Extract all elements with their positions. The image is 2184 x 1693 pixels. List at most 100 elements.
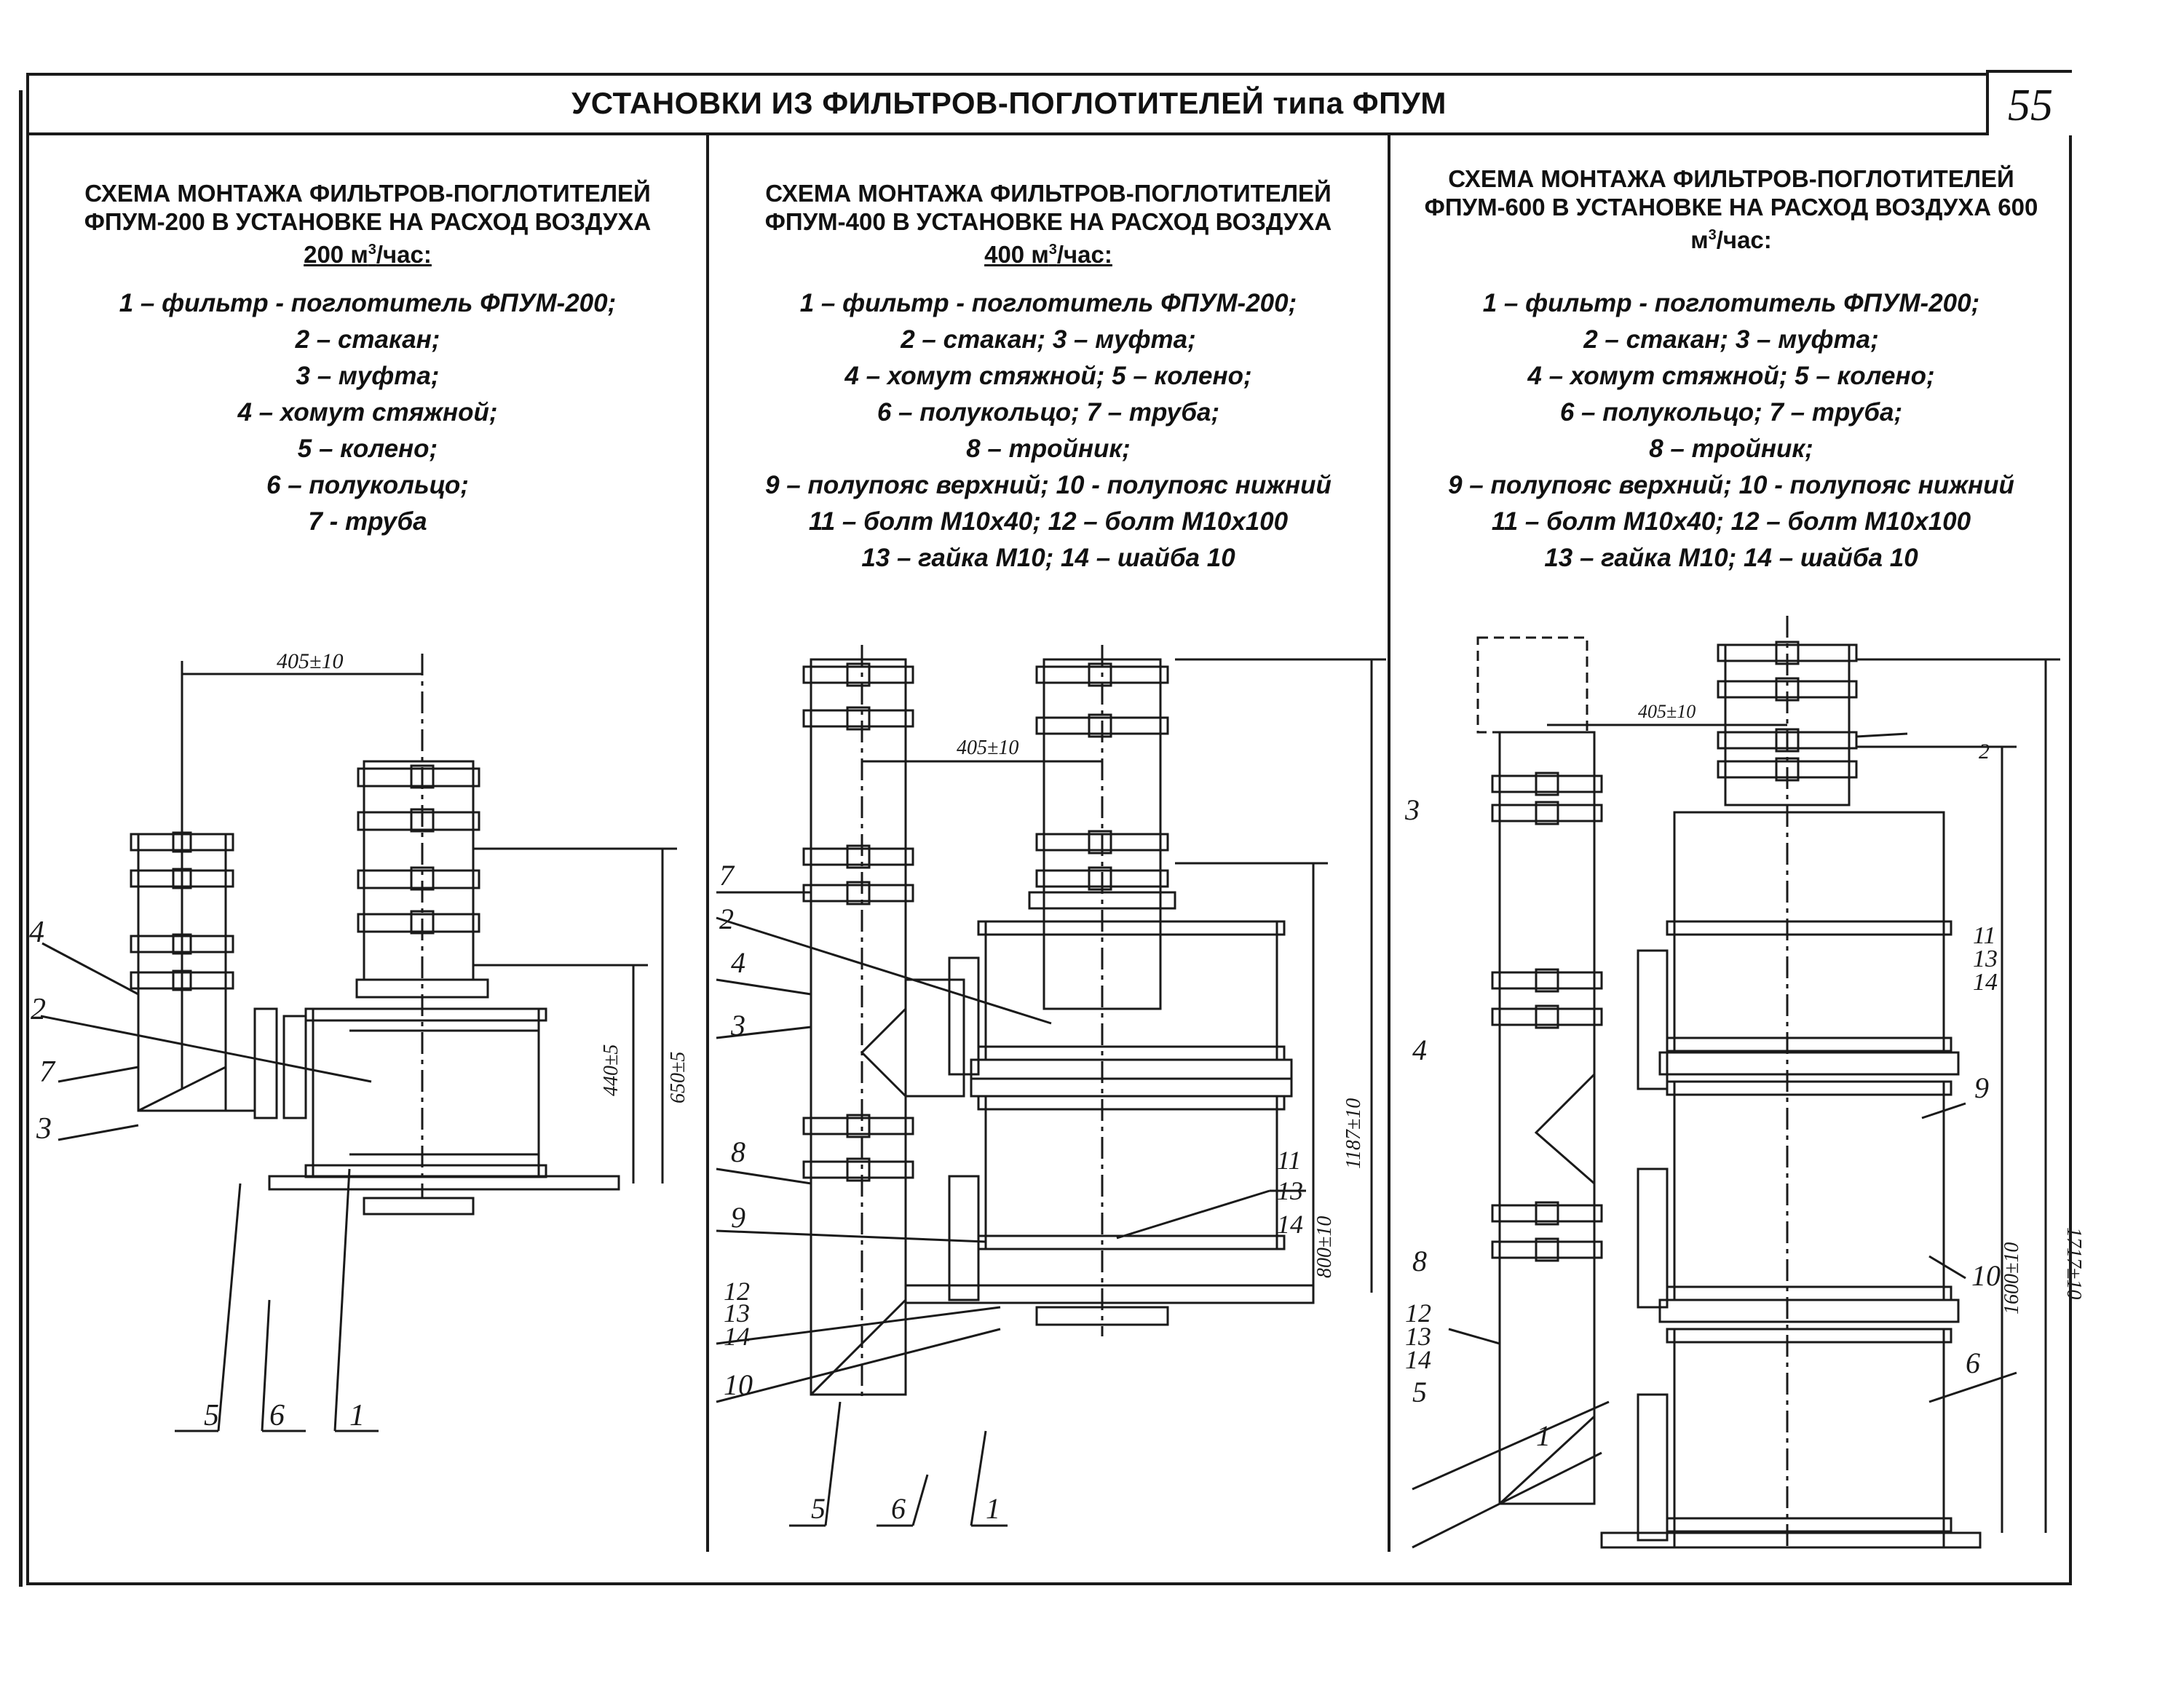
page-number: 55 xyxy=(2008,81,2053,130)
part-label-10: 10 xyxy=(1971,1259,2001,1292)
assembly-drawing-fpum-200: 405±10 xyxy=(29,649,689,1432)
legend-item: 9 – полупояс верхний; 10 - полупояс нижн… xyxy=(765,471,1332,499)
part-label-13: 13 xyxy=(1973,945,1998,972)
part-label-4: 4 xyxy=(29,916,44,949)
page-number-box: 55 xyxy=(1986,70,2072,135)
column-heading: СХЕМА МОНТАЖА ФИЛЬТРОВ-ПОГЛОТИТЕЛЕЙ ФПУМ… xyxy=(29,179,706,269)
dimension-800: 800±10 xyxy=(1313,1216,1336,1278)
legend-item: 2 – стакан; 3 – муфта; xyxy=(901,325,1196,354)
heading-line: /час: xyxy=(1056,241,1112,268)
part-label-13: 13 xyxy=(1277,1176,1303,1205)
legend-item: 1 – фильтр - поглотитель ФПУМ-200; xyxy=(1482,289,1980,317)
legend-item: 1 – фильтр - поглотитель ФПУМ-200; xyxy=(119,289,617,317)
part-label-7: 7 xyxy=(719,859,735,892)
page-frame xyxy=(26,73,2072,1585)
part-label-7: 7 xyxy=(39,1055,56,1089)
part-label-14: 14 xyxy=(1973,969,1998,996)
assembly-drawing-fpum-600: 405±10 1717±10 1600±10 3 4 8 12 13 14 5 … xyxy=(1404,616,2085,1549)
legend-item: 9 – полупояс верхний; 10 - полупояс нижн… xyxy=(1448,471,2014,499)
part-label-14: 14 xyxy=(1405,1345,1431,1374)
left-margin-line xyxy=(19,90,23,1587)
legend-item: 13 – гайка М10; 14 – шайба 10 xyxy=(861,544,1235,572)
legend-item: 5 – колено; xyxy=(297,435,438,463)
part-label-1: 1 xyxy=(1536,1419,1551,1452)
heading-superscript: 3 xyxy=(368,242,376,258)
part-label-10: 10 xyxy=(724,1368,753,1401)
part-label-8: 8 xyxy=(1412,1245,1427,1277)
column-heading: СХЕМА МОНТАЖА ФИЛЬТРОВ-ПОГЛОТИТЕЛЕЙ ФПУМ… xyxy=(709,179,1388,269)
legend-item: 2 – стакан; xyxy=(295,325,440,354)
column-divider-2 xyxy=(1388,135,1390,1552)
dimension-405: 405±10 xyxy=(957,737,1018,759)
part-label-5: 5 xyxy=(204,1399,219,1432)
part-label-3: 3 xyxy=(730,1009,745,1042)
legend-item: 8 – тройник; xyxy=(966,435,1131,463)
part-label-14: 14 xyxy=(724,1322,750,1351)
part-label-2: 2 xyxy=(719,903,734,935)
heading-line: СХЕМА МОНТАЖА ФИЛЬТРОВ-ПОГЛОТИТЕЛЕЙ xyxy=(1448,165,2014,192)
heading-superscript: 3 xyxy=(1048,242,1057,258)
part-label-6: 6 xyxy=(269,1399,285,1432)
heading-line: 400 м xyxy=(984,241,1049,268)
dimension-405: 405±10 xyxy=(277,649,343,673)
part-label-4: 4 xyxy=(1412,1034,1427,1066)
heading-line: м xyxy=(1690,226,1709,253)
heading-line: СХЕМА МОНТАЖА ФИЛЬТРОВ-ПОГЛОТИТЕЛЕЙ xyxy=(84,180,651,207)
heading-line: 200 м xyxy=(304,241,368,268)
legend-item: 6 – полукольцо; xyxy=(266,471,469,499)
legend-item: 11 – болт М10х40; 12 – болт М10х100 xyxy=(1491,507,1971,536)
dimension-650: 650±5 xyxy=(667,1052,689,1103)
part-label-6: 6 xyxy=(1966,1347,1980,1379)
part-label-3: 3 xyxy=(1404,793,1420,826)
part-label-8: 8 xyxy=(731,1135,745,1168)
column-divider-1 xyxy=(706,135,709,1552)
legend-item: 1 – фильтр - поглотитель ФПУМ-200; xyxy=(799,289,1297,317)
assembly-drawing-fpum-400: 405±10 1187±10 800±10 7 2 4 3 8 9 12 13 … xyxy=(716,645,1386,1527)
page-title: УСТАНОВКИ ИЗ ФИЛЬТРОВ-ПОГЛОТИТЕЛЕЙ типа … xyxy=(571,86,1447,120)
part-label-12: 12 xyxy=(1405,1299,1431,1328)
heading-line: ФПУМ-400 В УСТАНОВКЕ НА РАСХОД ВОЗДУХА xyxy=(764,208,1332,235)
dimension-1600: 1600±10 xyxy=(2001,1242,2023,1315)
part-label-11: 11 xyxy=(1277,1146,1301,1175)
dimension-1717: 1717±10 xyxy=(2062,1227,2085,1299)
page-header: УСТАНОВКИ ИЗ ФИЛЬТРОВ-ПОГЛОТИТЕЛЕЙ типа … xyxy=(26,70,2072,135)
heading-line: СХЕМА МОНТАЖА ФИЛЬТРОВ-ПОГЛОТИТЕЛЕЙ xyxy=(765,180,1332,207)
heading-line: /час: xyxy=(1716,226,1772,253)
parts-legend: 1 – фильтр - поглотитель ФПУМ-200; 2 – с… xyxy=(29,285,706,540)
heading-line: ФПУМ-600 В УСТАНОВКЕ НА РАСХОД ВОЗДУХА 6… xyxy=(1424,194,2038,221)
part-label-5: 5 xyxy=(1412,1376,1427,1408)
legend-item: 2 – стакан; 3 – муфта; xyxy=(1583,325,1879,354)
part-label-3: 3 xyxy=(36,1112,52,1146)
part-label-1: 1 xyxy=(986,1492,1000,1525)
part-label-11: 11 xyxy=(1973,922,1995,949)
parts-legend: 1 – фильтр - поглотитель ФПУМ-200; 2 – с… xyxy=(1390,285,2072,576)
part-label-13: 13 xyxy=(1405,1322,1431,1351)
heading-line: ФПУМ-200 В УСТАНОВКЕ НА РАСХОД ВОЗДУХА xyxy=(84,208,652,235)
part-label-2: 2 xyxy=(31,993,46,1026)
part-label-6: 6 xyxy=(891,1492,906,1525)
legend-item: 4 – хомут стяжной; xyxy=(237,398,498,427)
legend-item: 7 - труба xyxy=(308,507,427,536)
legend-item: 6 – полукольцо; 7 – труба; xyxy=(877,398,1220,427)
legend-item: 4 – хомут стяжной; 5 – колено; xyxy=(1527,362,1935,390)
dimension-440: 440±5 xyxy=(600,1044,622,1096)
heading-line: /час: xyxy=(376,241,432,268)
legend-item: 6 – полукольцо; 7 – труба; xyxy=(1559,398,1903,427)
part-label-5: 5 xyxy=(811,1492,826,1525)
part-label-13: 13 xyxy=(724,1299,750,1328)
part-label-9: 9 xyxy=(731,1201,745,1234)
part-label-1: 1 xyxy=(349,1399,365,1432)
parts-legend: 1 – фильтр - поглотитель ФПУМ-200; 2 – с… xyxy=(709,285,1388,576)
column-heading: СХЕМА МОНТАЖА ФИЛЬТРОВ-ПОГЛОТИТЕЛЕЙ ФПУМ… xyxy=(1390,164,2072,254)
legend-item: 3 – муфта; xyxy=(296,362,440,390)
part-label-9: 9 xyxy=(1974,1071,1989,1104)
dimension-405: 405±10 xyxy=(1638,701,1696,722)
part-label-14: 14 xyxy=(1277,1210,1303,1239)
legend-item: 4 – хомут стяжной; 5 – колено; xyxy=(844,362,1252,390)
part-label-2: 2 xyxy=(1979,740,1990,764)
part-label-12: 12 xyxy=(724,1277,750,1306)
dimension-1187: 1187±10 xyxy=(1342,1098,1365,1169)
legend-item: 11 – болт М10х40; 12 – болт М10х100 xyxy=(808,507,1289,536)
legend-item: 13 – гайка М10; 14 – шайба 10 xyxy=(1544,544,1918,572)
legend-item: 8 – тройник; xyxy=(1649,435,1813,463)
